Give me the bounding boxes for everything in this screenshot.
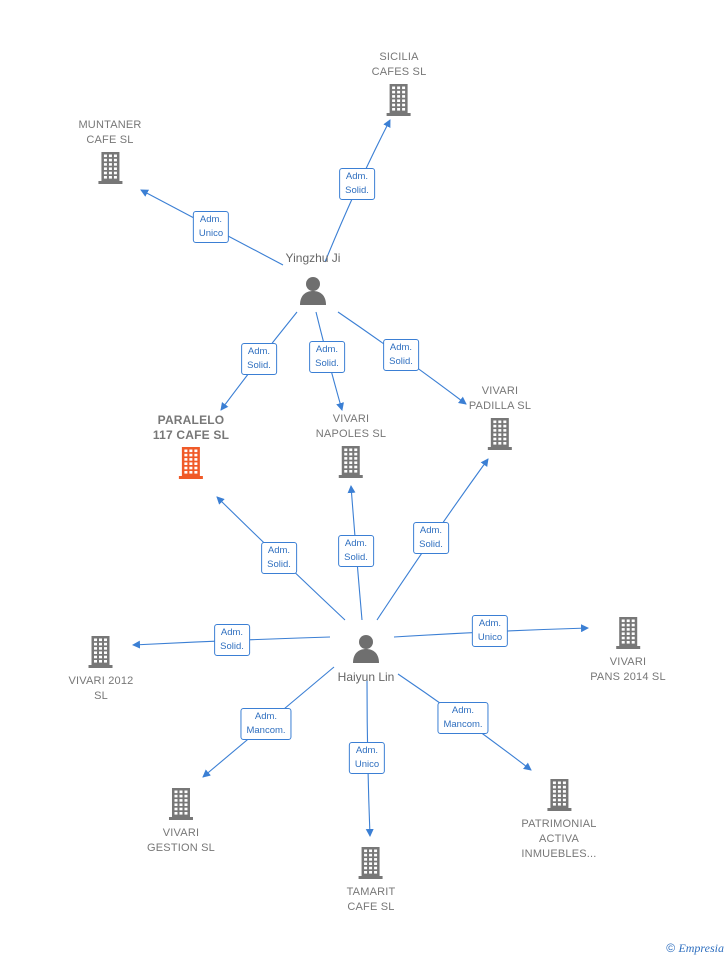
edge-label-p1-c1[interactable]: Adm. Solid.	[339, 168, 375, 200]
edge-label-p1-c5[interactable]: Adm. Solid.	[383, 339, 419, 371]
person-name-p1[interactable]: Yingzhu Ji	[285, 251, 341, 265]
person-node-p1[interactable]	[298, 275, 328, 310]
company-name: TAMARIT CAFE SL	[346, 886, 396, 913]
building-icon	[169, 788, 193, 820]
person-node-p2[interactable]	[351, 633, 381, 668]
edge-label-p2-c8[interactable]: Adm. Mancom.	[240, 708, 292, 740]
person-name-p2[interactable]: Haiyun Lin	[337, 670, 395, 684]
edge-label-p2-c10[interactable]: Adm. Mancom.	[437, 702, 489, 734]
company-name: SICILIA CAFES SL	[371, 51, 427, 78]
company-node-c9[interactable]: TAMARIT CAFE SL	[347, 845, 396, 915]
building-icon	[547, 779, 571, 811]
company-node-c2[interactable]: MUNTANER CAFE SL	[78, 118, 141, 186]
brand-logo: Empresia	[678, 941, 724, 955]
building-icon	[178, 447, 203, 479]
company-name: VIVARI PADILLA SL	[468, 385, 532, 412]
edge-label-p2-c9[interactable]: Adm. Unico	[348, 742, 386, 774]
edge-label-p2-c6[interactable]: Adm. Solid.	[214, 624, 250, 656]
copyright-symbol: ©	[666, 941, 676, 955]
edge-label-p2-c4[interactable]: Adm. Solid.	[338, 535, 374, 567]
company-node-c3[interactable]: PARALELO 117 CAFE SL	[153, 413, 229, 481]
person-icon	[300, 277, 326, 305]
building-icon	[338, 446, 363, 478]
company-node-c8[interactable]: VIVARI GESTION SL	[147, 786, 215, 856]
building-icon	[615, 617, 640, 649]
edge-label-p1-c4[interactable]: Adm. Solid.	[309, 341, 345, 373]
company-node-c5[interactable]: VIVARI PADILLA SL	[469, 384, 531, 452]
company-node-c7[interactable]: VIVARI PANS 2014 SL	[590, 615, 666, 685]
company-name: VIVARI GESTION SL	[146, 827, 216, 854]
edge-label-p1-c3[interactable]: Adm. Solid.	[241, 343, 277, 375]
company-name: VIVARI PANS 2014 SL	[590, 656, 666, 683]
building-icon	[98, 152, 122, 184]
company-node-c10[interactable]: PATRIMONIAL ACTIVA INMUEBLES...	[521, 777, 596, 862]
company-node-c6[interactable]: VIVARI 2012 SL	[69, 634, 134, 704]
edge-label-p1-c2[interactable]: Adm. Unico	[192, 211, 230, 243]
company-node-c4[interactable]: VIVARI NAPOLES SL	[316, 412, 386, 480]
edge-label-p2-c5[interactable]: Adm. Solid.	[413, 522, 449, 554]
company-name: PARALELO 117 CAFE SL	[152, 413, 230, 442]
building-icon	[88, 636, 113, 668]
building-icon	[358, 847, 383, 879]
edge-label-p2-c3[interactable]: Adm. Solid.	[261, 542, 297, 574]
company-node-c1[interactable]: SICILIA CAFES SL	[372, 50, 427, 118]
building-icon	[488, 418, 512, 450]
building-icon	[386, 84, 411, 116]
person-icon	[353, 635, 379, 663]
company-name: VIVARI NAPOLES SL	[315, 413, 387, 440]
company-name: VIVARI 2012 SL	[68, 675, 134, 702]
company-name: MUNTANER CAFE SL	[78, 119, 142, 146]
footer: © Empresia	[666, 941, 724, 956]
company-name: PATRIMONIAL ACTIVA INMUEBLES...	[521, 818, 597, 860]
edge-label-p2-c7[interactable]: Adm. Unico	[471, 615, 509, 647]
